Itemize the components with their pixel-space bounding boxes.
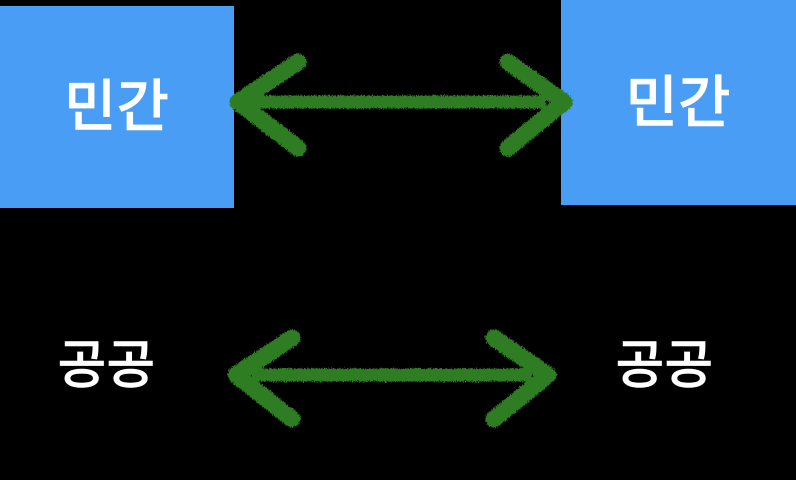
- entity-box-private-right[interactable]: 민간: [561, 0, 796, 205]
- entity-label-public-right: 공공: [616, 337, 714, 395]
- arrow-head-right-bottom: [485, 329, 557, 428]
- arrow-head-right-top: [499, 53, 573, 157]
- entity-box-private-left[interactable]: 민간: [0, 6, 234, 208]
- connector-public-to-public[interactable]: [227, 329, 557, 428]
- arrow-head-left-bottom: [227, 329, 301, 428]
- entity-label-private-right: 민간: [625, 70, 732, 134]
- arrow-head-left-top: [229, 53, 307, 157]
- entity-label-private-left: 민간: [64, 75, 170, 138]
- entity-label-public-left: 공공: [58, 337, 156, 395]
- connector-private-to-private[interactable]: [229, 53, 573, 157]
